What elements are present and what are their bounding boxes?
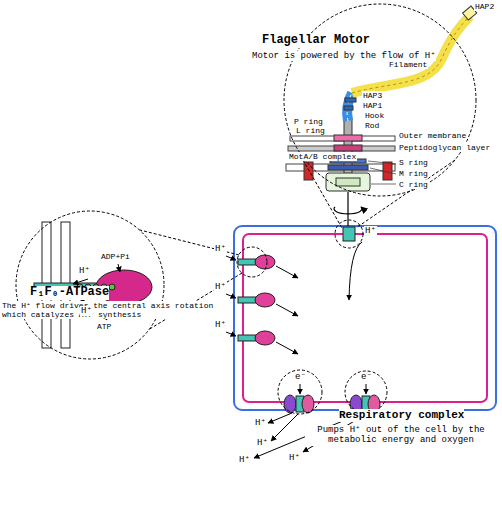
atpase-symbol xyxy=(276,342,298,354)
atpase-symbol xyxy=(226,294,236,298)
part-label: H⁺ xyxy=(254,418,267,428)
part-label: M ring xyxy=(398,169,429,178)
part-label: ATP xyxy=(96,322,112,331)
callout-heading: F₁F₀-ATPase xyxy=(30,286,109,300)
part-label: Rod xyxy=(364,121,380,130)
part-label: L ring xyxy=(295,126,326,135)
flagellar-motor-detail xyxy=(347,192,348,226)
atpase-symbol xyxy=(238,297,256,303)
atpase-symbol xyxy=(276,266,298,278)
callout-description: Pumps H⁺ out of the cell by the metaboli… xyxy=(305,425,497,446)
part-label: H⁺ xyxy=(214,282,227,292)
atpase-symbol xyxy=(255,255,275,269)
flagellar-motor-detail xyxy=(326,173,370,191)
flagellar-motor-detail xyxy=(334,207,362,214)
atpase-detail xyxy=(73,279,88,284)
part-label: HAP3 xyxy=(362,91,383,100)
part-label: H⁺ xyxy=(288,453,301,463)
part-label: Outer membrane xyxy=(398,131,467,140)
flagellar-motor-detail xyxy=(344,106,353,110)
atpase-symbol xyxy=(238,335,256,341)
part-label: ADP+Pi xyxy=(100,252,131,261)
part-label: MotA/B complex xyxy=(288,152,357,161)
respiratory-complex-symbol xyxy=(284,395,296,413)
cell-envelope xyxy=(234,226,496,410)
flagellar-motor-detail xyxy=(288,146,395,151)
callout-outline xyxy=(284,4,476,196)
part-label: P ring xyxy=(293,117,324,126)
respiratory-complex-symbol xyxy=(300,384,301,394)
part-label: H⁺ xyxy=(256,438,269,448)
atpase-symbol xyxy=(255,293,275,307)
callout-circle: F₁F₀-ATPaseThe H⁺ flow drives the centra… xyxy=(15,210,165,360)
flagellar-base xyxy=(335,220,363,300)
callout-outline xyxy=(16,211,164,359)
part-label: H⁺ xyxy=(80,306,93,316)
callout-heading: Flagellar Motor xyxy=(262,34,370,48)
atpase-symbol xyxy=(276,304,298,316)
callout-heading: Respiratory complex xyxy=(339,409,464,422)
respiratory-complex-symbol xyxy=(268,413,292,423)
flagellar-base xyxy=(349,242,362,300)
part-label: Peptidoglycan layer xyxy=(398,143,491,152)
part-label: HAP2 xyxy=(474,2,495,11)
atpase-symbol xyxy=(226,332,236,336)
flagellar-motor-detail xyxy=(371,184,396,185)
atpase-detail xyxy=(118,264,120,272)
part-label: H⁺ xyxy=(364,226,377,236)
respiratory-complex-symbol xyxy=(271,414,298,441)
atpase-symbol xyxy=(238,259,256,265)
callout-description: The H⁺ flow drives the central axis rota… xyxy=(2,301,224,319)
part-label: H⁺ xyxy=(238,455,251,465)
flagellar-motor-detail xyxy=(303,160,342,228)
part-label: H⁺ xyxy=(214,244,227,254)
atpase-symbol xyxy=(140,230,239,255)
part-label: H⁺ xyxy=(78,266,91,276)
flagellar-base xyxy=(343,227,355,241)
flagellar-motor-detail xyxy=(370,168,396,174)
part-label: Filament xyxy=(388,60,428,69)
flagellar-motor-detail xyxy=(290,136,395,141)
callout-outline xyxy=(345,371,387,413)
flagellar-motor-detail xyxy=(345,98,356,102)
part-label: S ring xyxy=(398,158,429,167)
part-label: HAP1 xyxy=(362,101,383,110)
atpase-detail xyxy=(34,222,152,348)
part-label: Hook xyxy=(364,111,385,120)
cell-envelope xyxy=(243,234,487,402)
flagellar-motor-detail xyxy=(334,145,362,151)
flagellar-motor-detail xyxy=(356,160,455,228)
flagellar-motor-detail xyxy=(368,161,396,164)
atpase-detail xyxy=(109,284,115,290)
flagellar-motor-detail xyxy=(334,135,362,141)
part-label: H⁺ xyxy=(214,320,227,330)
part-label: C ring xyxy=(398,180,429,189)
atpase-symbol xyxy=(237,247,267,277)
part-label: e⁻ xyxy=(294,372,307,382)
cell-envelope xyxy=(234,226,496,410)
respiratory-complex-symbol xyxy=(366,384,367,394)
part-label: e⁻ xyxy=(360,372,373,382)
atpase-symbol xyxy=(255,331,275,345)
flagellar-motor-detail xyxy=(336,178,360,186)
flagellar-motor-detail xyxy=(328,165,368,170)
flagellar-base xyxy=(335,220,363,248)
atpase-symbol xyxy=(226,256,236,260)
callout-outline xyxy=(15,210,165,360)
respiratory-complex-symbol xyxy=(278,370,322,414)
